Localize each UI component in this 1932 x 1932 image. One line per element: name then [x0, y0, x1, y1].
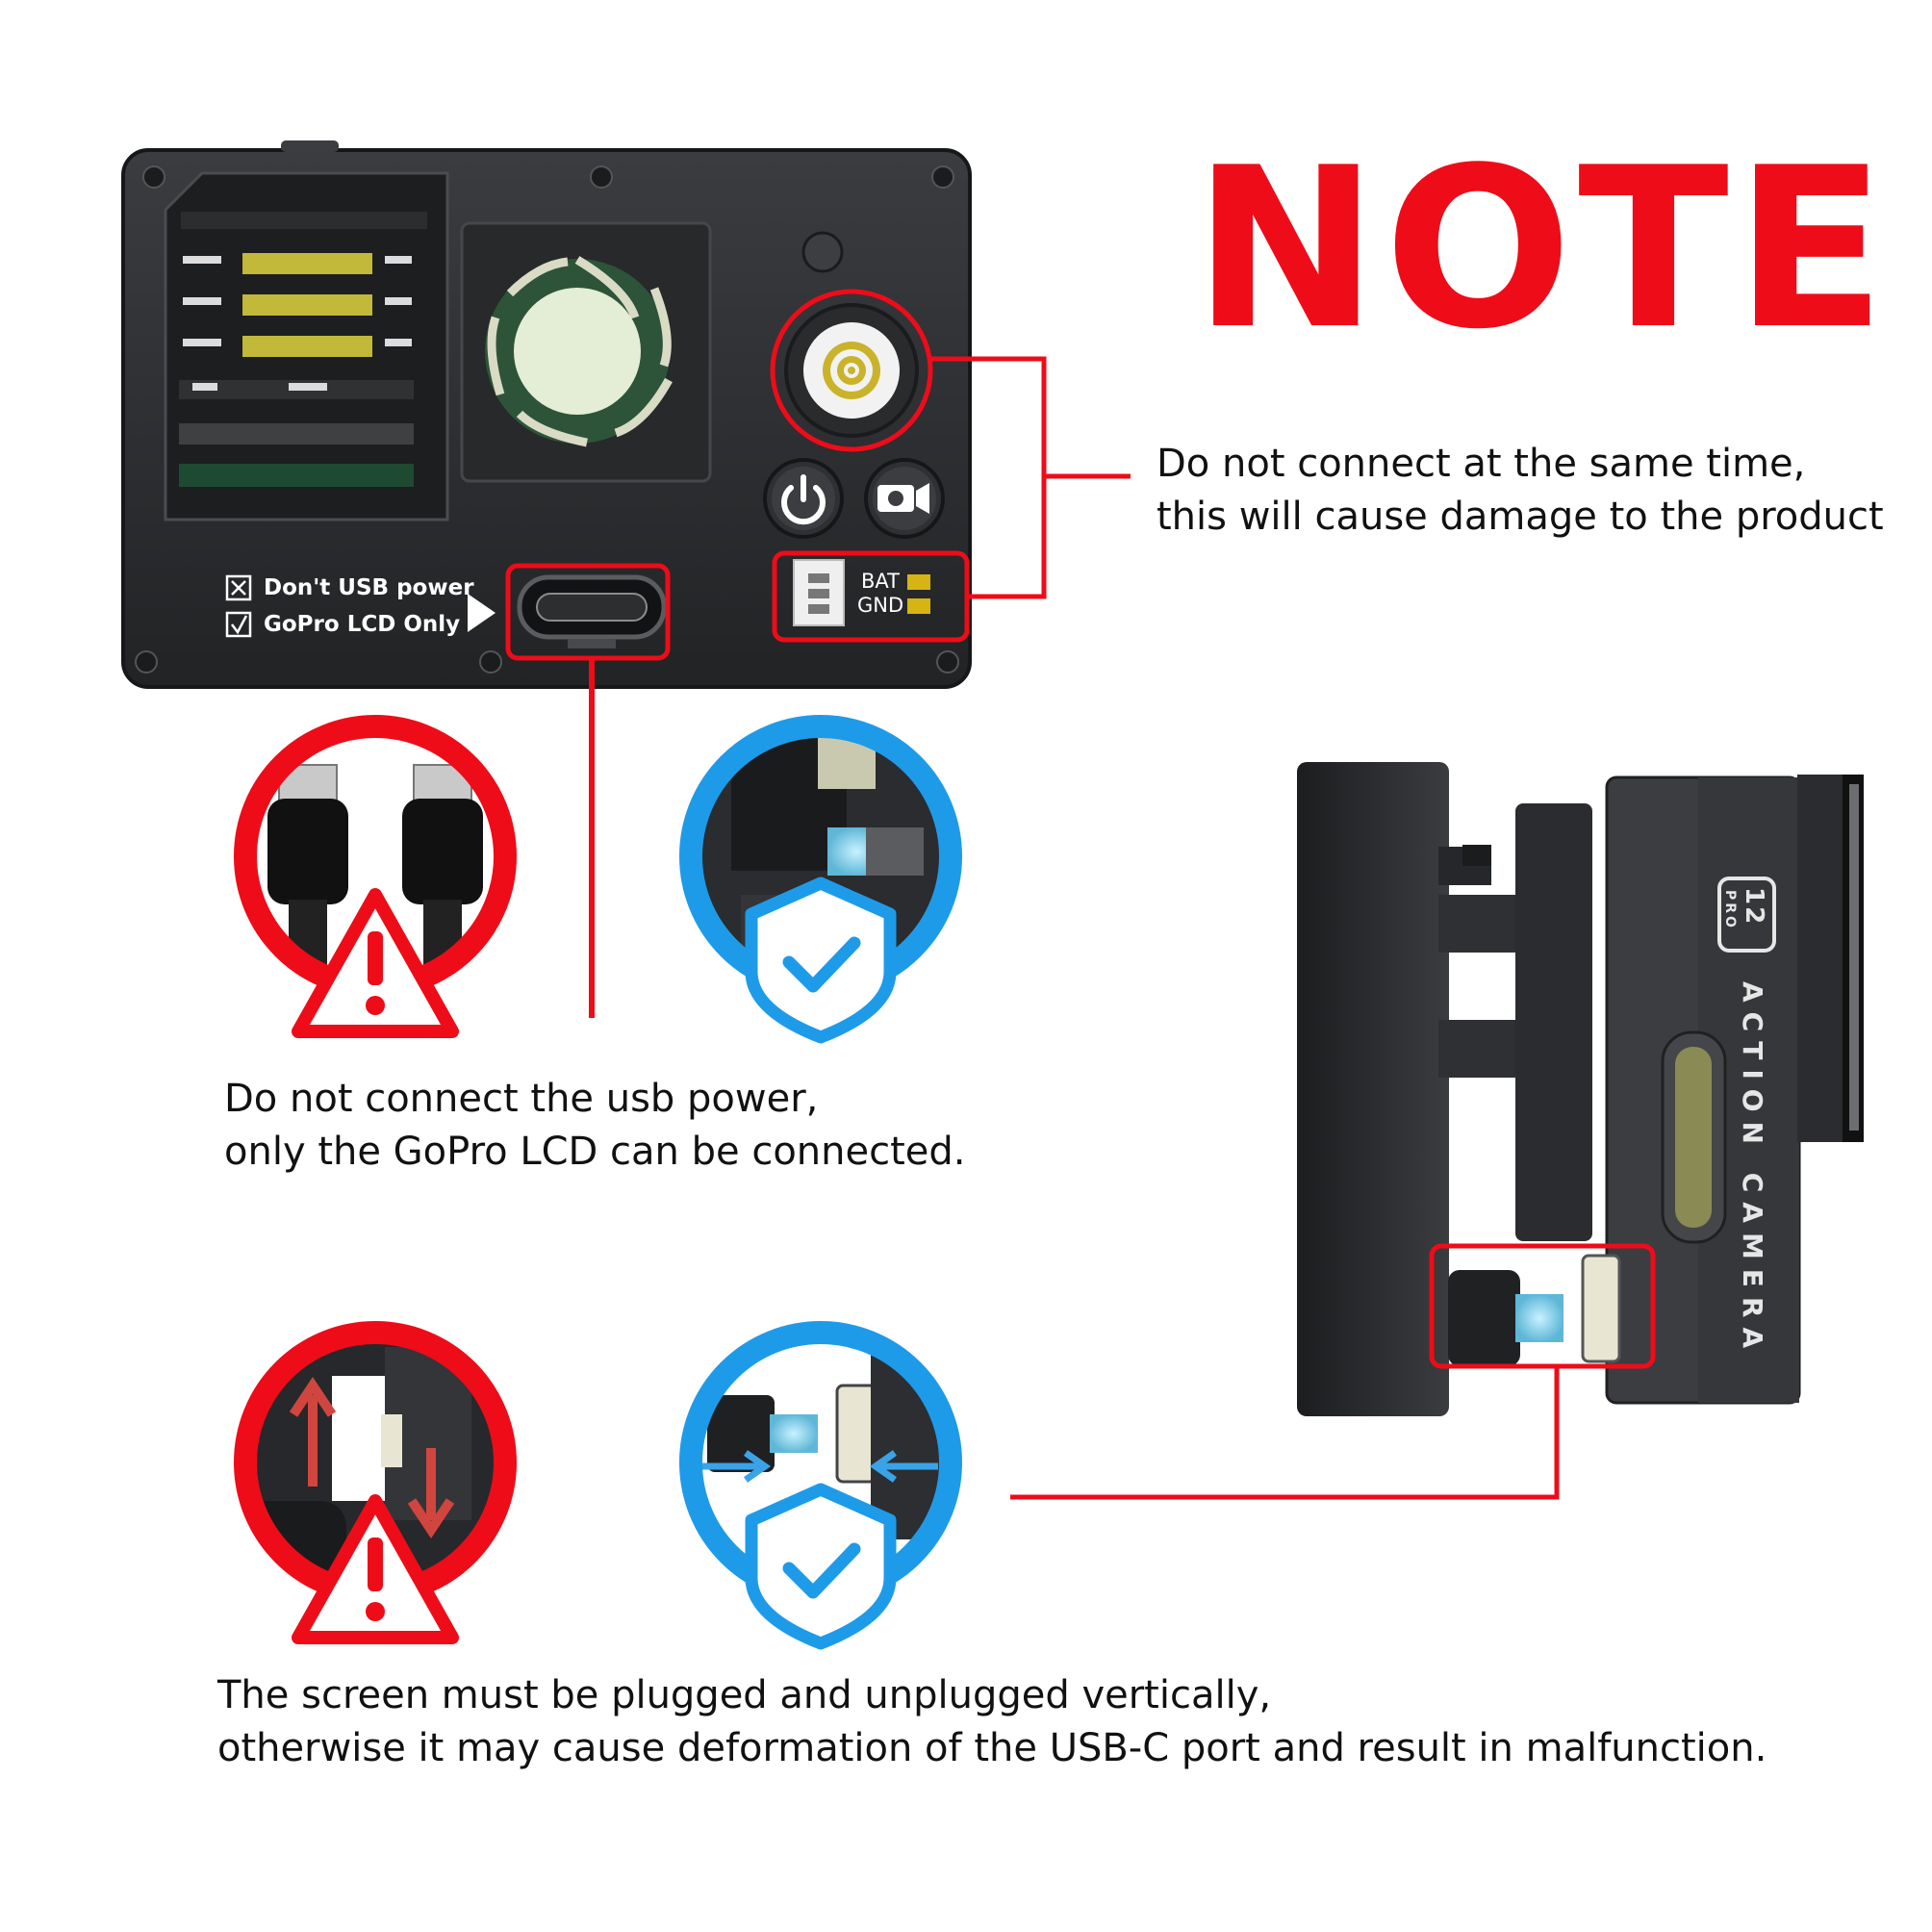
arrow-up-icon	[289, 1376, 337, 1487]
note-vertical-line2: otherwise it may cause deformation of th…	[217, 1726, 1767, 1770]
power-button	[763, 458, 844, 539]
shield-check-icon	[745, 877, 897, 1044]
shield-check-icon	[745, 1483, 897, 1650]
leader-line-camera	[1010, 1366, 1560, 1500]
x-checkbox-icon	[225, 574, 252, 601]
power-icon	[781, 485, 826, 525]
note-usb-power-line1: Do not connect the usb power,	[224, 1077, 819, 1121]
ok-magnetic-connection	[679, 715, 962, 1044]
magnetic-connector	[784, 303, 919, 438]
ok-vertical-plugging	[679, 1321, 962, 1650]
camera-icon	[877, 483, 929, 514]
camera-model-suffix: PRO	[1722, 890, 1738, 930]
note-simultaneous: Do not connect at the same time, this wi…	[1157, 438, 1884, 544]
warning-usb-cables	[234, 715, 517, 1038]
note-usb-power: Do not connect the usb power, only the G…	[224, 1073, 966, 1179]
warning-triangle-icon	[292, 888, 459, 1038]
usb-c-port	[517, 574, 667, 648]
arrow-right-icon	[702, 1450, 772, 1483]
note-simultaneous-line2: this will cause damage to the product	[1157, 495, 1884, 539]
highlight-usb-port	[505, 563, 671, 661]
note-vertical-plugging: The screen must be plugged and unplugged…	[217, 1669, 1767, 1775]
battery-connector	[793, 559, 930, 626]
label-bat: BAT	[861, 570, 900, 593]
highlight-magnetic	[770, 289, 933, 452]
warning-triangle-icon	[292, 1494, 459, 1644]
arrow-left-icon	[869, 1450, 938, 1483]
note-usb-power-line2: only the GoPro LCD can be connected.	[224, 1130, 966, 1174]
screw-icon	[135, 165, 959, 674]
fan-icon	[487, 256, 673, 447]
check-checkbox-icon	[225, 611, 252, 638]
label-dont-usb-power: Don't USB power	[264, 575, 474, 600]
camera-brand-text: ACTION CAMERA	[1737, 981, 1768, 1359]
label-gnd: GND	[857, 594, 904, 617]
note-vertical-line1: The screen must be plugged and unplugged…	[217, 1673, 1272, 1717]
device-rear-view	[121, 140, 972, 689]
record-button	[864, 458, 945, 539]
camera-model-number: 12	[1740, 887, 1768, 927]
action-camera-side-view	[1297, 762, 1864, 1416]
page-title: NOTE	[1193, 121, 1893, 378]
note-simultaneous-line1: Do not connect at the same time,	[1157, 442, 1806, 486]
warning-angled-plugging	[234, 1321, 517, 1644]
arrow-down-icon	[407, 1448, 455, 1539]
label-gopro-lcd-only: GoPro LCD Only	[264, 612, 461, 637]
pointer-arrow-icon	[468, 594, 496, 632]
